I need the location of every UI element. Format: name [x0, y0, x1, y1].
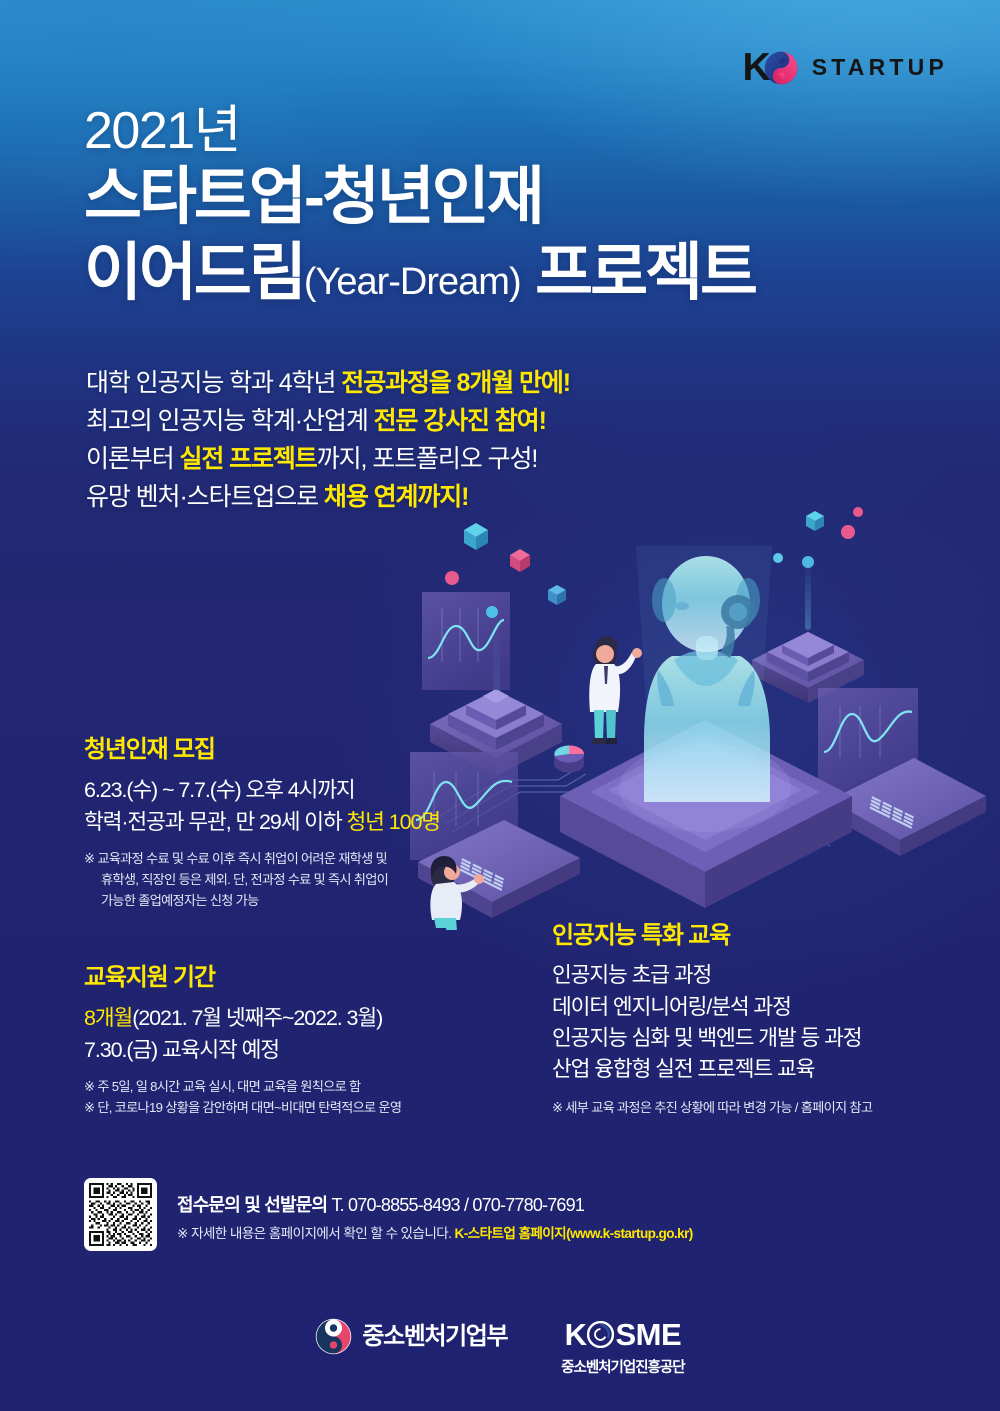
period-duration-line: 8개월(2021. 7월 넷째주~2022. 3월)	[84, 1002, 554, 1034]
lead-line: 유망 벤처·스타트업으로 채용 연계까지!	[86, 478, 570, 516]
contact-website-link[interactable]: K-스타트업 홈페이지(www.k-startup.go.kr)	[454, 1226, 694, 1242]
ai-course-item: 인공지능 심화 및 백엔드 개발 등 과정	[552, 1025, 863, 1050]
contact-note-text: ※ 자세한 내용은 홈페이지에서 확인 할 수 있습니다.	[177, 1226, 455, 1242]
title-line-1: 스타트업-청년인재	[84, 162, 545, 233]
kstartup-logo: K STARTUP	[743, 48, 948, 87]
lead-copy: 대학 인공지능 학과 4학년 전공과정을 8개월 만에! 최고의 인공지능 학계…	[86, 364, 571, 516]
lead-line: 이론부터 실전 프로젝트까지, 포트폴리오 구성!	[86, 440, 570, 478]
qr-code-image	[89, 1183, 152, 1246]
person-standing	[589, 636, 642, 744]
kosme-wordmark: K SME	[561, 1319, 684, 1350]
ministry-name: 중소벤처기업부	[362, 1322, 508, 1350]
footer-logos: 중소벤처기업부 K SME 중소벤처기업진흥공단	[0, 1318, 1000, 1377]
contact-phone-line: 접수문의 및 선발문의 T. 070-8855-8493 / 070-7780-…	[177, 1192, 693, 1218]
kosme-sme-letters: SME	[615, 1317, 682, 1352]
period-duration-highlight: 8개월	[84, 1006, 133, 1031]
ai-education-heading: 인공지능 특화 교육	[552, 922, 731, 949]
taegeuk-icon	[764, 51, 798, 84]
poster-title: 2021년 스타트업-청년인재 이어드림(Year-Dream) 프로젝트	[84, 102, 758, 309]
pie-chart-3d	[554, 745, 584, 773]
recruit-notes: ※ 교육과정 수료 및 수료 이후 즉시 취업이 어려운 재학생 및 휴학생, …	[84, 848, 554, 912]
chart-screen-left	[422, 592, 510, 690]
contact-website-line: ※ 자세한 내용은 홈페이지에서 확인 할 수 있습니다. K-스타트업 홈페이…	[177, 1224, 693, 1244]
recruit-eligibility-text: 학력·전공과 무관, 만 29세 이하	[84, 810, 347, 835]
contact-section: 접수문의 및 선발문의 T. 070-8855-8493 / 070-7780-…	[84, 1178, 693, 1251]
title-line2-english: (Year-Dream)	[303, 260, 522, 303]
recruit-quota-highlight: 청년 100명	[346, 810, 442, 835]
ai-education-notes: ※ 세부 교육 과정은 추진 상황에 따라 변경 가능 / 홈페이지 참고	[552, 1097, 982, 1118]
lead-highlight: 채용 연계까지!	[323, 483, 470, 511]
lead-line: 최고의 인공지능 학계·산업계 전문 강사진 참여!	[86, 402, 570, 440]
ai-education-note: ※ 세부 교육 과정은 추진 상황에 따라 변경 가능 / 홈페이지 참고	[552, 1099, 873, 1115]
period-notes: ※ 주 5일, 일 8시간 교육 실시, 대면 교육을 원칙으로 함 ※ 단, …	[84, 1076, 554, 1119]
lead-highlight: 전공과정을 8개월 만에!	[341, 369, 571, 397]
ministry-logo: 중소벤처기업부	[315, 1318, 509, 1355]
lead-text: 유망 벤처·스타트업으로	[86, 483, 324, 511]
lead-text: 이론부터	[86, 445, 180, 473]
lead-line: 대학 인공지능 학과 4학년 전공과정을 8개월 만에!	[86, 364, 571, 402]
ai-education-section: 인공지능 특화 교육 인공지능 초급 과정 데이터 엔지니어링/분석 과정 인공…	[552, 920, 982, 1118]
recruit-period-line: 6.23.(수) ~ 7.7.(수) 오후 4시까지	[84, 778, 356, 803]
recruit-note: 가능한 졸업예정자는 신청 가능	[101, 893, 259, 909]
kosme-logo: K SME 중소벤처기업진흥공단	[561, 1318, 685, 1377]
kosme-swirl-icon	[587, 1321, 615, 1348]
ai-course-item: 인공지능 초급 과정	[552, 963, 712, 988]
lead-highlight: 실전 프로젝트	[179, 445, 317, 473]
education-period-section: 교육지원 기간 8개월(2021. 7월 넷째주~2022. 3월) 7.30.…	[84, 962, 554, 1118]
ai-course-item: 산업 융합형 실전 프로젝트 교육	[552, 1057, 815, 1082]
lead-text: 대학 인공지능 학과 4학년	[86, 369, 342, 397]
title-line2-tail: 프로젝트	[520, 237, 758, 308]
recruit-eligibility-line: 학력·전공과 무관, 만 29세 이하 청년 100명	[84, 806, 554, 838]
kosme-k-letter: K	[564, 1317, 587, 1352]
government-taegeuk-icon	[316, 1318, 352, 1355]
title-year: 2021년	[84, 102, 242, 160]
period-duration-text: (2021. 7월 넷째주~2022. 3월)	[132, 1006, 383, 1031]
recruit-heading: 청년인재 모집	[84, 736, 216, 763]
lead-text: 최고의 인공지능 학계·산업계	[86, 407, 374, 435]
recruit-section: 청년인재 모집 6.23.(수) ~ 7.7.(수) 오후 4시까지 학력·전공…	[84, 734, 554, 912]
period-heading: 교육지원 기간	[84, 964, 216, 991]
contact-text-group: 접수문의 및 선발문의 T. 070-8855-8493 / 070-7780-…	[177, 1178, 693, 1244]
qr-code[interactable]	[84, 1178, 157, 1251]
contact-label: 접수문의 및 선발문의	[177, 1195, 328, 1215]
kosme-subtitle: 중소벤처기업진흥공단	[561, 1360, 685, 1376]
ai-course-item: 데이터 엔지니어링/분석 과정	[552, 994, 792, 1019]
period-note: ※ 단, 코로나19 상황을 감안하며 대면~비대면 탄력적으로 운영	[84, 1100, 402, 1116]
lead-highlight: 전문 강사진 참여!	[373, 407, 547, 435]
period-start-line: 7.30.(금) 교육시작 예정	[84, 1038, 280, 1063]
title-line-2: 이어드림(Year-Dream) 프로젝트	[84, 237, 758, 309]
recruit-note: ※ 교육과정 수료 및 수료 이후 즉시 취업이 어려운 재학생 및	[84, 850, 388, 866]
contact-phone-numbers: T. 070-8855-8493 / 070-7780-7691	[327, 1195, 585, 1215]
kstartup-wordmark: STARTUP	[811, 54, 948, 80]
ai-hologram-figure	[644, 556, 770, 802]
recruit-note: 휴학생, 직장인 등은 제외. 단, 전과정 수료 및 즉시 취업이	[101, 872, 389, 888]
lead-text-post: 까지, 포트폴리오 구성!	[316, 445, 539, 473]
period-note: ※ 주 5일, 일 8시간 교육 실시, 대면 교육을 원칙으로 함	[84, 1078, 361, 1094]
title-line2-korean: 이어드림	[84, 237, 307, 308]
